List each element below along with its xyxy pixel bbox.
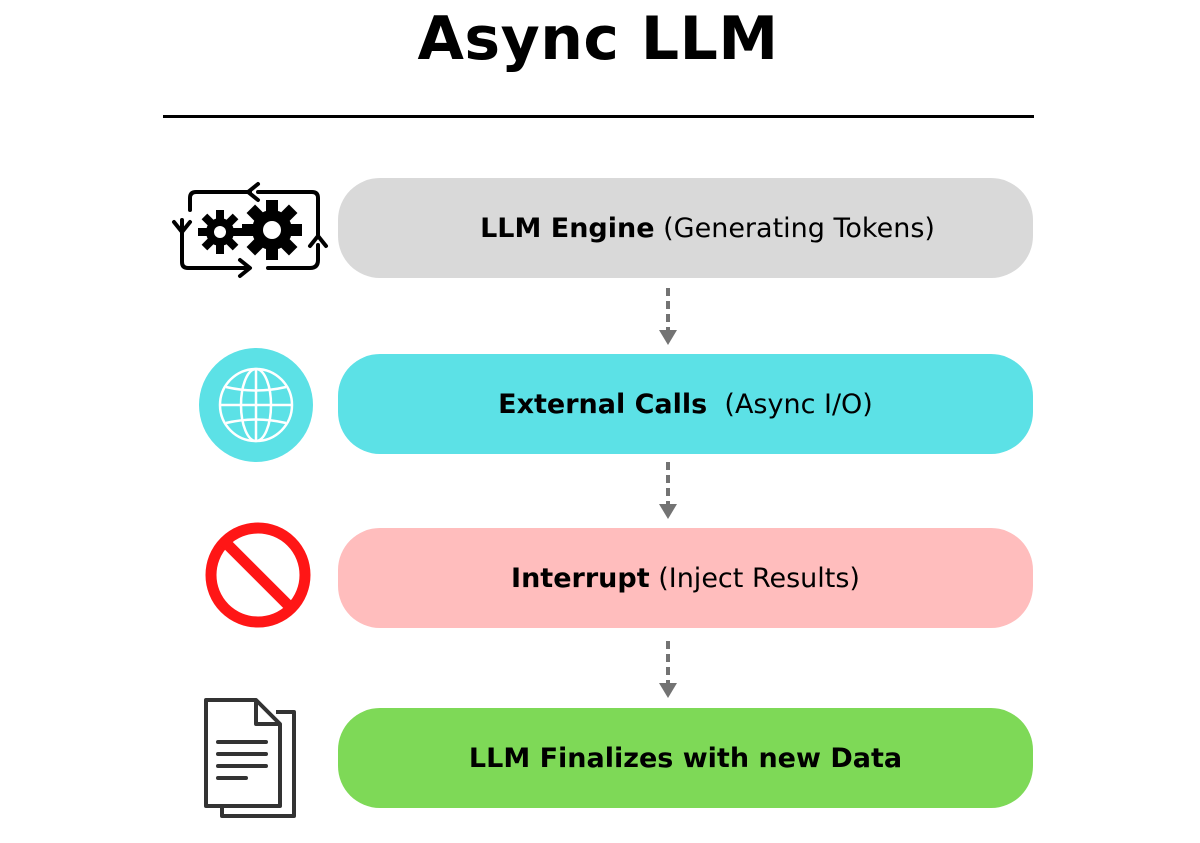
flow-arrow-1: [656, 288, 680, 348]
step-external-calls: External Calls (Async I/O): [338, 354, 1033, 454]
flow-arrow-3: [656, 641, 680, 701]
step-external-calls-bold: External Calls: [498, 388, 708, 420]
step-llm-finalizes: LLM Finalizes with new Data: [338, 708, 1033, 808]
step-interrupt: Interrupt (Inject Results): [338, 528, 1033, 628]
documents-icon: [200, 694, 302, 824]
diagram-title: Async LLM: [417, 4, 779, 74]
step-interrupt-bold: Interrupt: [511, 562, 650, 594]
step-llm-finalizes-bold: LLM Finalizes with new Data: [468, 742, 903, 774]
prohibited-icon: [203, 520, 313, 630]
step-interrupt-detail: (Inject Results): [658, 562, 860, 594]
globe-icon: [198, 347, 314, 463]
flow-arrow-2: [656, 462, 680, 522]
step-external-calls-detail: (Async I/O): [715, 388, 873, 420]
step-llm-engine-bold: LLM Engine: [480, 212, 655, 244]
step-llm-engine-detail: (Generating Tokens): [663, 212, 935, 244]
step-llm-engine: LLM Engine (Generating Tokens): [338, 178, 1033, 278]
title-divider: [163, 115, 1034, 118]
gears-cycle-icon: [170, 180, 330, 280]
